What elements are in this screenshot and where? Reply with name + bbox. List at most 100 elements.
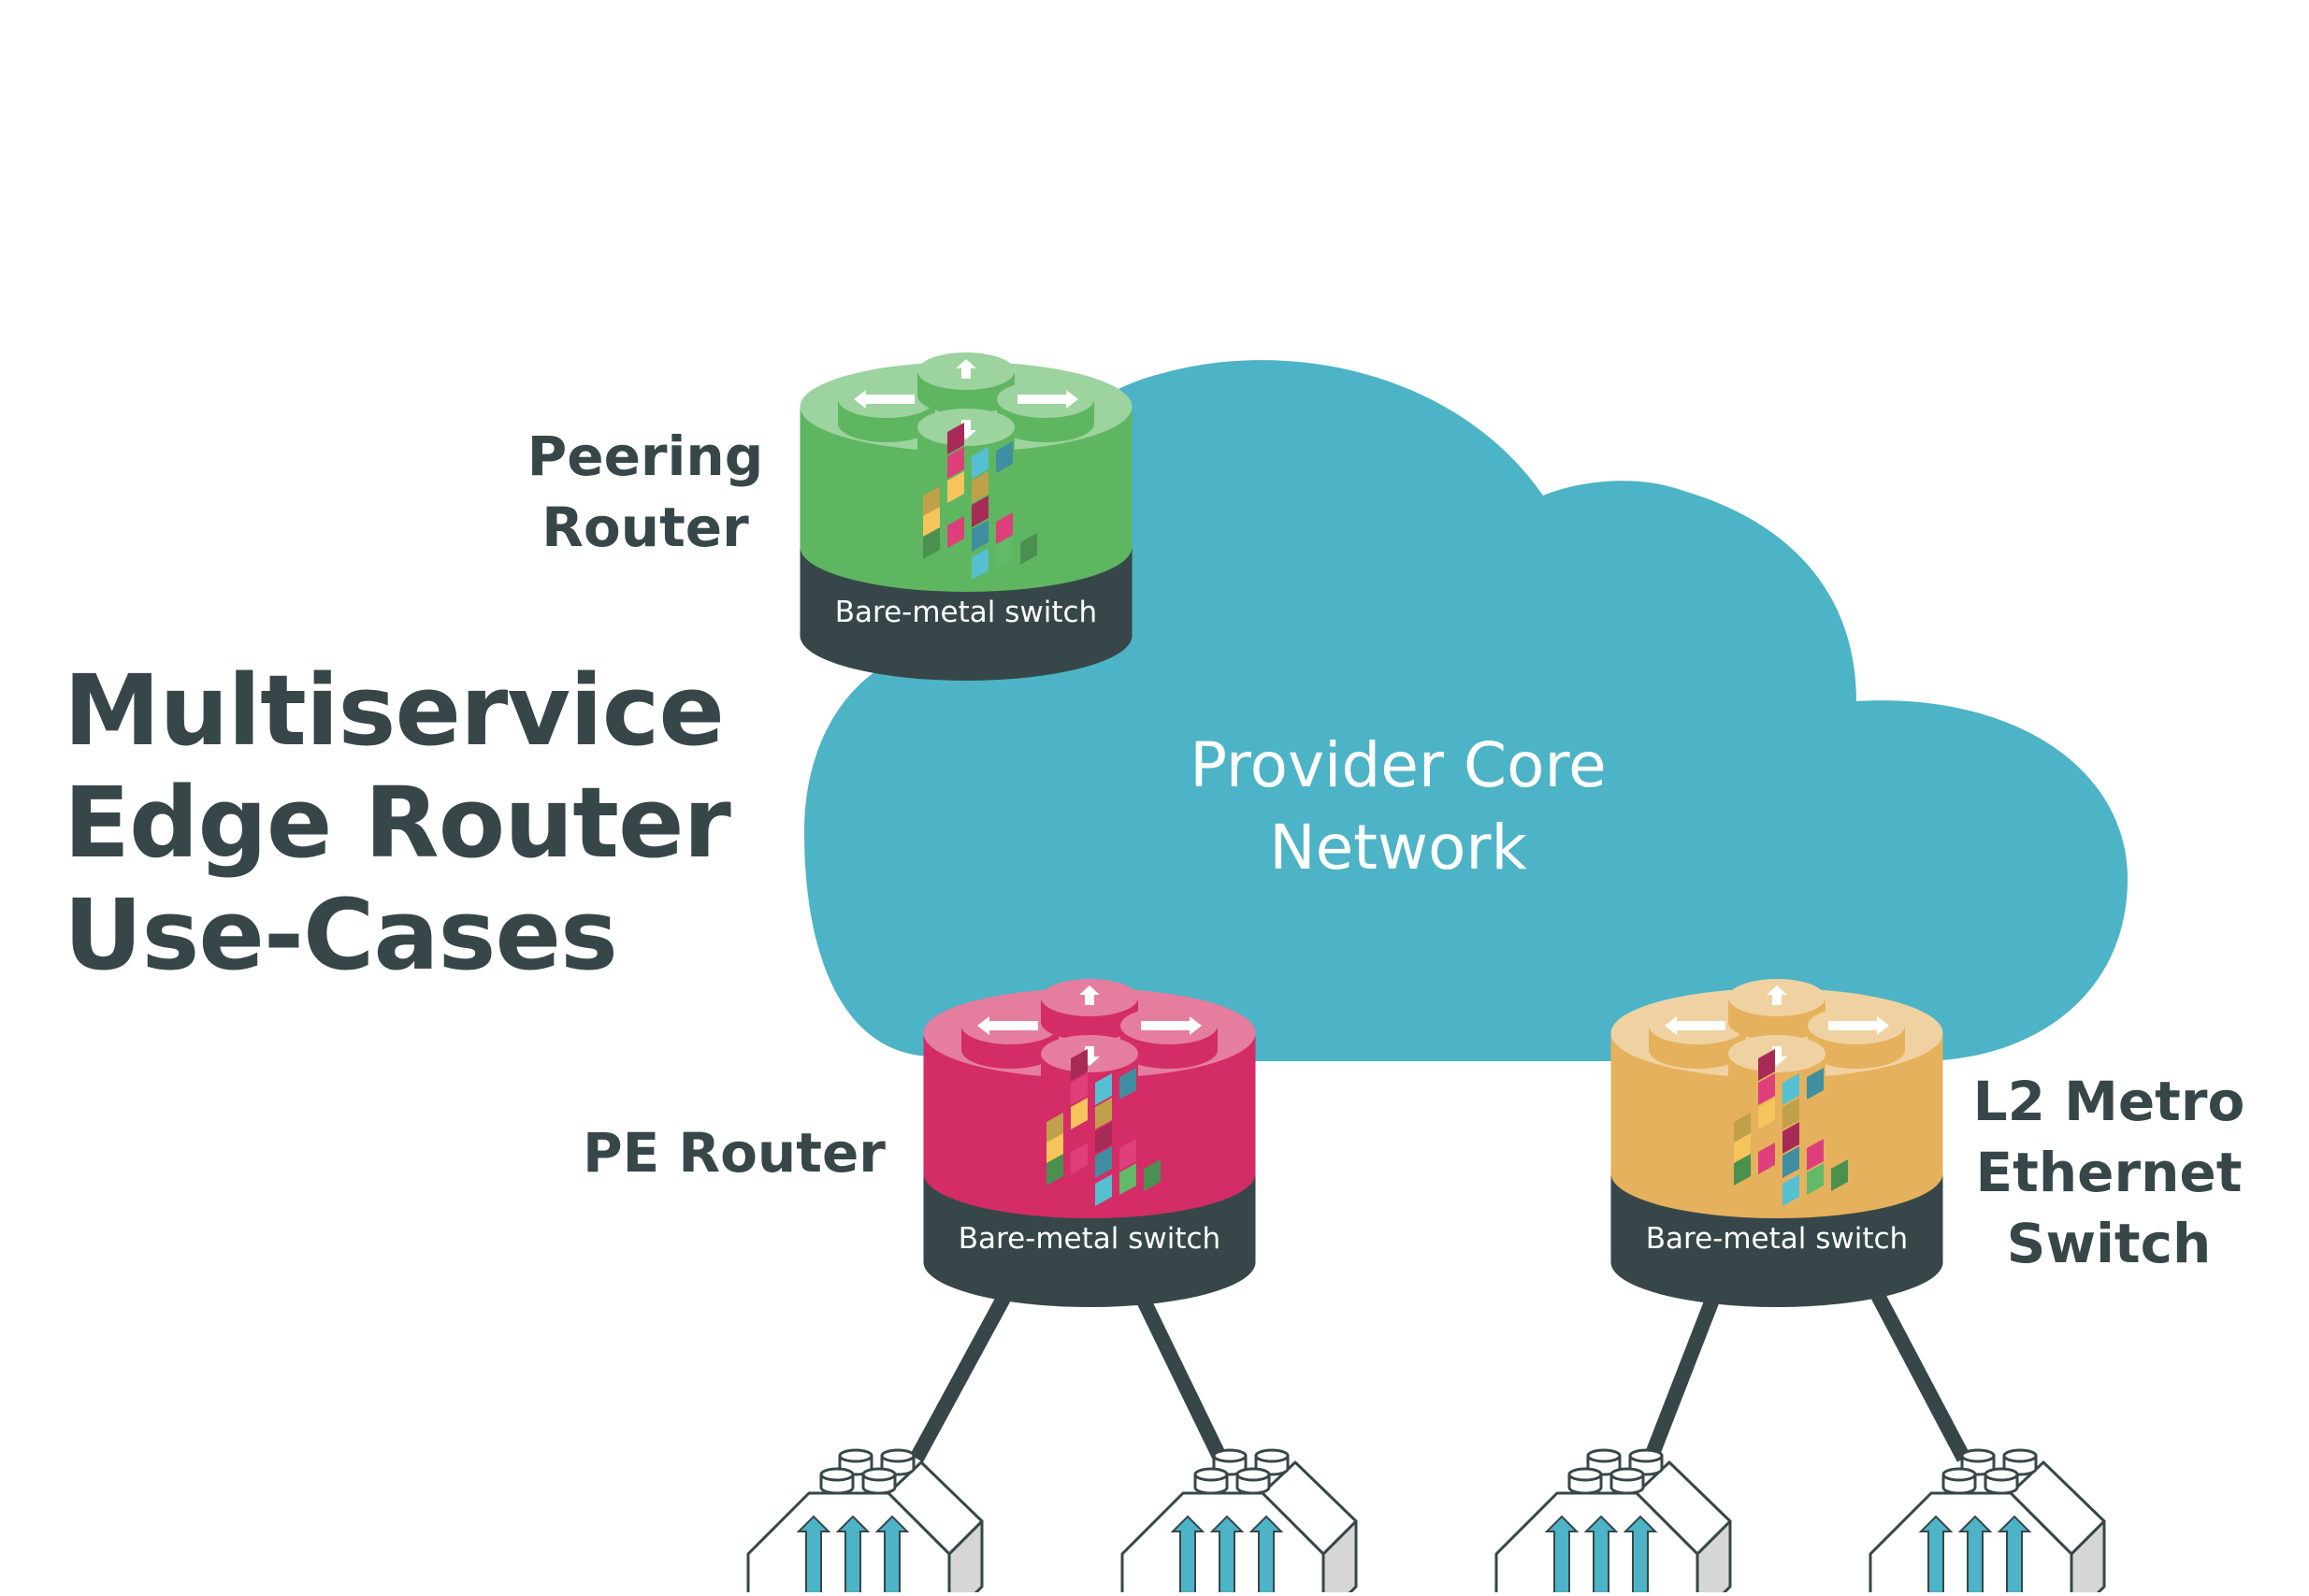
logo-facet bbox=[1758, 1143, 1775, 1174]
building-stud bbox=[1235, 1467, 1271, 1495]
logo-facet bbox=[1807, 1139, 1824, 1171]
logo-facet bbox=[1020, 533, 1037, 565]
arrow-up-icon bbox=[1767, 985, 1787, 1005]
logo-facet bbox=[1782, 1073, 1799, 1105]
logo-facet bbox=[972, 471, 989, 503]
stud-top bbox=[819, 1467, 855, 1482]
logo-facet bbox=[1046, 1154, 1063, 1186]
building-stud bbox=[1941, 1467, 1977, 1495]
logo-facet bbox=[1782, 1122, 1799, 1154]
arrow-left-icon bbox=[854, 390, 915, 409]
logo-facet bbox=[1095, 1146, 1112, 1178]
logo-facet bbox=[1758, 1073, 1775, 1105]
port-button-left bbox=[838, 381, 935, 442]
customer-site-building bbox=[1494, 1448, 1732, 1596]
l2-metro-label-line-1: L2 Metro bbox=[1972, 1070, 2245, 1133]
customer-site-building bbox=[1869, 1448, 2106, 1596]
upload-arrow-icon bbox=[1623, 1515, 1658, 1596]
logo-facet bbox=[1807, 1163, 1824, 1195]
stud-top bbox=[1235, 1467, 1271, 1482]
pe-router-label: PE Router bbox=[580, 1117, 888, 1188]
logo-facet bbox=[947, 423, 964, 454]
title-line-1: Multiservice bbox=[64, 654, 725, 768]
building-stud bbox=[861, 1467, 897, 1495]
link-l2-building-3 bbox=[1643, 1287, 1724, 1461]
page-title: Multiservice Edge Router Use-Cases bbox=[64, 654, 731, 992]
title-line-3: Use-Cases bbox=[64, 878, 618, 992]
port-button-down bbox=[917, 409, 1015, 470]
port-button-right bbox=[997, 381, 1094, 442]
logo-facet bbox=[1144, 1159, 1161, 1191]
logo-facet bbox=[1807, 1068, 1824, 1100]
logo-facet bbox=[1071, 1073, 1088, 1105]
building-stud bbox=[819, 1467, 855, 1495]
bare-metal-switch-label: Bare-metal switch bbox=[1646, 1222, 1908, 1256]
router-l2-metro: Bare-metal switch bbox=[1610, 979, 1943, 1307]
stud-top bbox=[1609, 1467, 1645, 1482]
link-l2-building-4 bbox=[1868, 1287, 1971, 1462]
port-button-left bbox=[1649, 1007, 1746, 1069]
stud-top bbox=[1212, 1448, 1248, 1463]
l2-metro-label-line-3: Switch bbox=[2006, 1212, 2212, 1275]
upload-arrow-icon bbox=[1544, 1515, 1580, 1596]
logo-facet bbox=[972, 447, 989, 479]
cube-logo-icon bbox=[923, 423, 1037, 580]
logo-facet bbox=[1095, 1073, 1112, 1105]
port-button-down bbox=[1041, 1035, 1138, 1097]
logo-facet bbox=[1782, 1098, 1799, 1129]
l2-metro-label-line-2: Ethernet bbox=[1975, 1141, 2243, 1204]
port-button-right bbox=[1120, 1007, 1218, 1069]
stud-top bbox=[2002, 1448, 2038, 1463]
arrow-up-icon bbox=[956, 359, 976, 379]
stud-top bbox=[1941, 1467, 1977, 1482]
logo-facet bbox=[1095, 1174, 1112, 1206]
logo-facet bbox=[1071, 1143, 1088, 1174]
upload-arrow-icon bbox=[1209, 1515, 1245, 1596]
logo-facet bbox=[1758, 1098, 1775, 1129]
bare-metal-switch-label: Bare-metal switch bbox=[959, 1222, 1220, 1256]
arrow-right-icon bbox=[1141, 1016, 1202, 1035]
building-stud bbox=[1609, 1467, 1645, 1495]
port-button-up bbox=[1041, 979, 1138, 1041]
upload-arrow-icon bbox=[1918, 1515, 1954, 1596]
stud-top bbox=[861, 1467, 897, 1482]
building-stud bbox=[880, 1448, 916, 1476]
cloud-label-line-1: Provider Core bbox=[1190, 729, 1607, 801]
logo-facet bbox=[1782, 1146, 1799, 1178]
cloud-shape bbox=[804, 360, 2128, 1061]
building-stud bbox=[1567, 1467, 1603, 1495]
upload-arrow-icon bbox=[796, 1515, 831, 1596]
cube-logo-icon bbox=[1046, 1049, 1161, 1206]
port-button-left bbox=[961, 1007, 1059, 1069]
customer-site-building bbox=[1120, 1448, 1358, 1596]
upload-arrow-icon bbox=[835, 1515, 871, 1596]
logo-facet bbox=[972, 496, 989, 527]
port-button-up bbox=[1728, 979, 1826, 1041]
logo-facet bbox=[996, 537, 1013, 568]
logo-facet bbox=[1095, 1122, 1112, 1154]
cube-logo-icon bbox=[1734, 1049, 1848, 1206]
logo-facet bbox=[996, 512, 1013, 544]
logo-facet bbox=[996, 441, 1013, 473]
logo-facet bbox=[1071, 1049, 1088, 1081]
stud-top bbox=[1254, 1448, 1290, 1463]
cloud-label: Provider Core Network bbox=[1118, 725, 1679, 889]
peering-router-label-line-2: Router bbox=[541, 496, 749, 559]
link-pe-building-1 bbox=[909, 1291, 1013, 1462]
upload-arrow-icon bbox=[1170, 1515, 1205, 1596]
building-stud bbox=[1984, 1467, 2019, 1495]
arrow-left-icon bbox=[977, 1016, 1038, 1035]
pe-router-label-line-1: PE Router bbox=[583, 1121, 886, 1185]
stud-top bbox=[1567, 1467, 1603, 1482]
logo-facet bbox=[972, 548, 989, 580]
router-body bbox=[923, 1033, 1256, 1218]
logo-facet bbox=[1734, 1154, 1751, 1186]
stud-top bbox=[1984, 1467, 2019, 1482]
stud-top bbox=[880, 1448, 916, 1463]
cloud-label-line-2: Network bbox=[1269, 812, 1527, 884]
arrow-left-icon bbox=[1665, 1016, 1725, 1035]
upload-arrow-icon bbox=[1997, 1515, 2032, 1596]
logo-facet bbox=[947, 516, 964, 548]
stud-top bbox=[1960, 1448, 1996, 1463]
